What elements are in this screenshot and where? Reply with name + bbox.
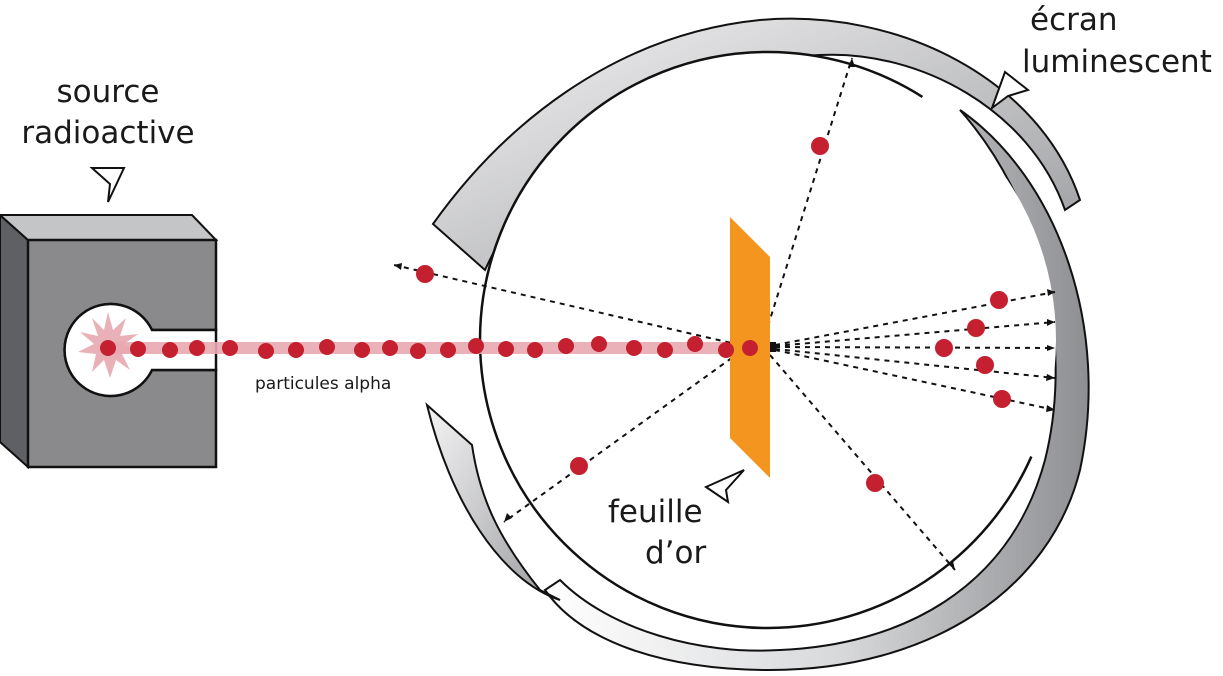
fan-arrowheads <box>394 58 1055 570</box>
foil-label-line2: d’or <box>645 535 706 571</box>
source-label-line1: source <box>57 74 160 110</box>
particles <box>100 137 1011 492</box>
screen-pointer-icon <box>989 70 1031 111</box>
source-pointer-icon <box>89 167 126 203</box>
trajectories <box>393 57 1056 571</box>
trajectory-down-left <box>503 351 741 523</box>
screen-label-line2: luminescent <box>1022 44 1212 80</box>
trajectory-down-right <box>769 354 956 571</box>
source-label-line2: radioactive <box>21 115 194 151</box>
screen-band-bottom <box>425 402 561 601</box>
foil-label-line1: feuille <box>608 494 703 530</box>
radioactive-source <box>0 213 219 470</box>
screen-band-right <box>543 109 1090 672</box>
trajectory-up <box>761 57 853 346</box>
pointers <box>89 70 1031 505</box>
labels: source radioactive particules alpha écra… <box>21 2 1211 571</box>
screen-label-line1: écran <box>1030 2 1118 38</box>
particles-label: particules alpha <box>255 374 391 394</box>
foil-pointer-icon <box>703 469 745 505</box>
